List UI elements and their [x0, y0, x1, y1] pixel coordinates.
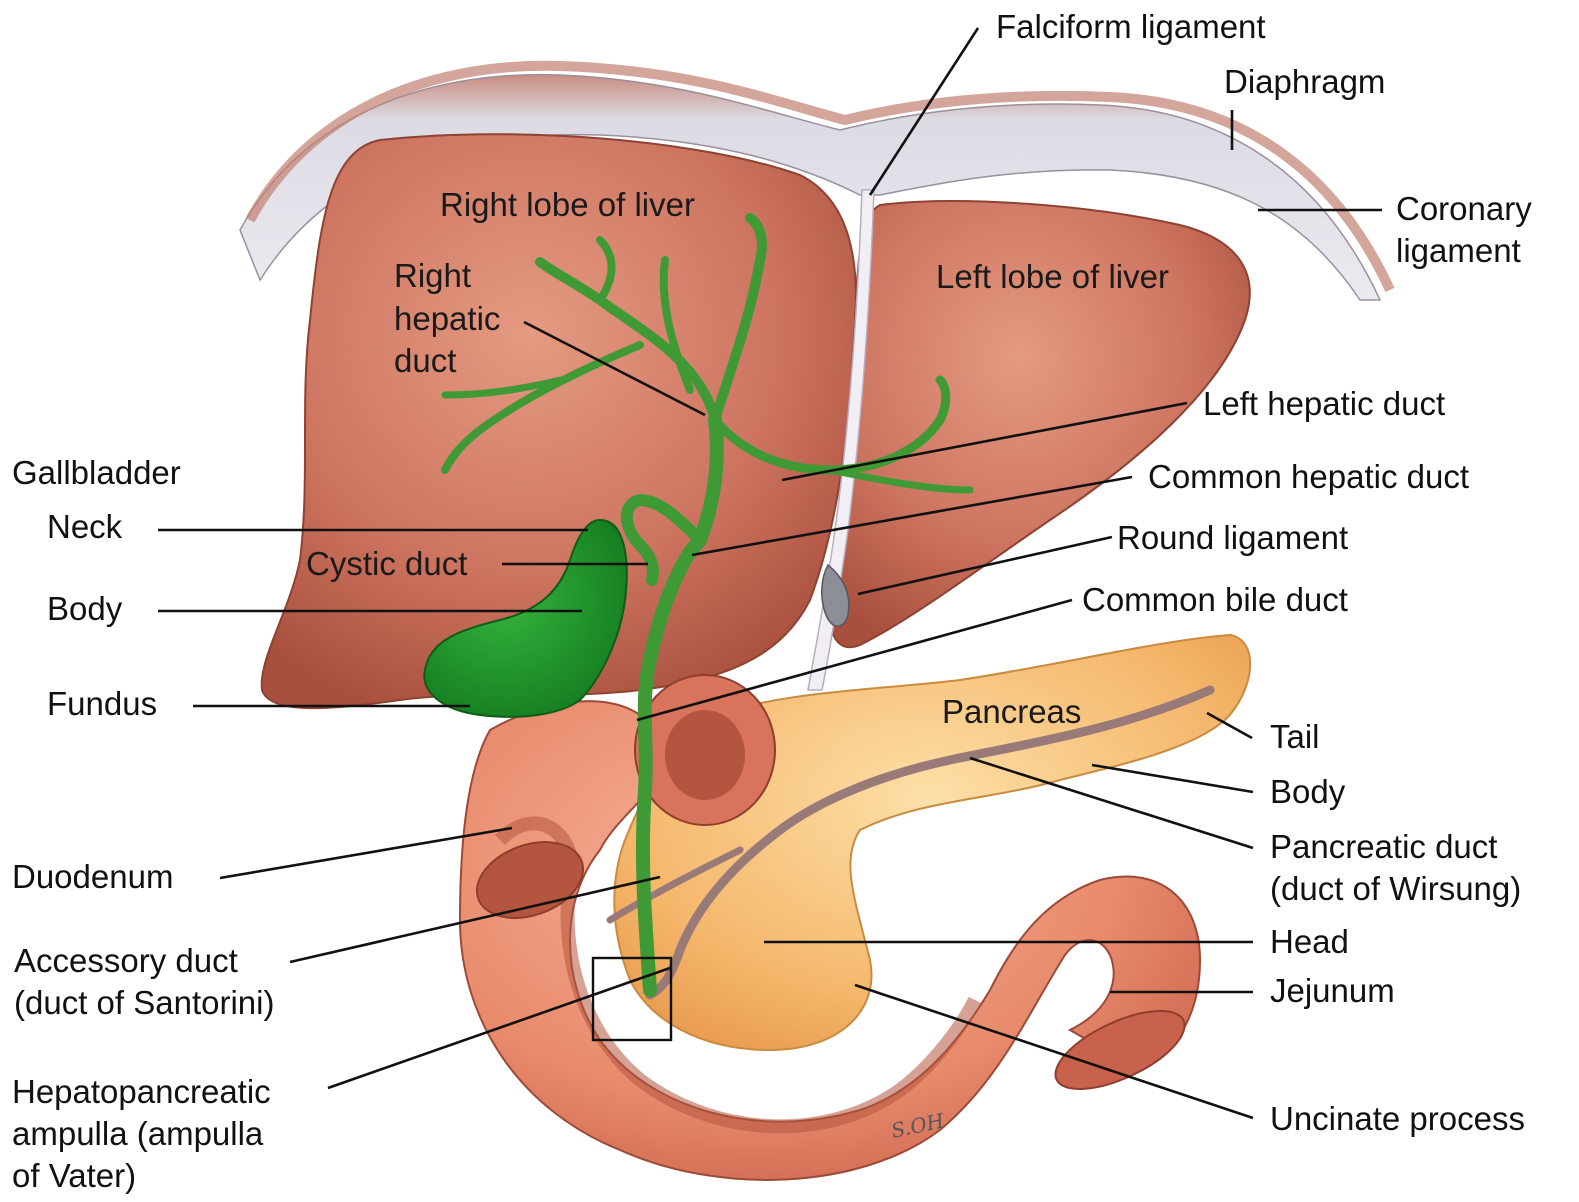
- label-ampulla-2: ampulla (ampulla: [12, 1115, 264, 1152]
- label-falciform-ligament: Falciform ligament: [996, 8, 1266, 45]
- label-diaphragm: Diaphragm: [1224, 63, 1385, 100]
- label-accessory-duct-2: (duct of Santorini): [14, 984, 274, 1021]
- pylorus-lumen: [665, 710, 745, 800]
- label-tail: Tail: [1270, 718, 1320, 755]
- label-uncinate-process: Uncinate process: [1270, 1100, 1525, 1137]
- label-round-ligament: Round ligament: [1117, 519, 1348, 556]
- label-coronary-ligament-1: Coronary: [1396, 190, 1532, 227]
- label-ampulla-3: of Vater): [12, 1157, 136, 1194]
- label-body-gallbladder: Body: [47, 590, 123, 627]
- label-cystic-duct: Cystic duct: [306, 545, 467, 582]
- label-duodenum: Duodenum: [12, 858, 173, 895]
- label-left-hepatic-duct: Left hepatic duct: [1203, 385, 1445, 422]
- label-right-hepatic-duct-1: Right: [394, 257, 471, 294]
- label-right-lobe-of-liver: Right lobe of liver: [440, 186, 695, 223]
- label-head: Head: [1270, 923, 1349, 960]
- label-body-pancreas: Body: [1270, 773, 1346, 810]
- label-gallbladder: Gallbladder: [12, 454, 181, 491]
- label-jejunum: Jejunum: [1270, 972, 1395, 1009]
- label-ampulla-1: Hepatopancreatic: [12, 1073, 271, 1110]
- label-common-hepatic-duct: Common hepatic duct: [1148, 458, 1469, 495]
- label-coronary-ligament-2: ligament: [1396, 232, 1521, 269]
- label-pancreatic-duct-1: Pancreatic duct: [1270, 828, 1497, 865]
- label-right-hepatic-duct-3: duct: [394, 342, 456, 379]
- label-fundus: Fundus: [47, 685, 157, 722]
- label-right-hepatic-duct-2: hepatic: [394, 300, 500, 337]
- label-left-lobe-of-liver: Left lobe of liver: [936, 258, 1169, 295]
- label-pancreas: Pancreas: [942, 693, 1081, 730]
- label-neck: Neck: [47, 508, 123, 545]
- label-accessory-duct-1: Accessory duct: [14, 942, 238, 979]
- label-common-bile-duct: Common bile duct: [1082, 581, 1348, 618]
- label-pancreatic-duct-2: (duct of Wirsung): [1270, 870, 1521, 907]
